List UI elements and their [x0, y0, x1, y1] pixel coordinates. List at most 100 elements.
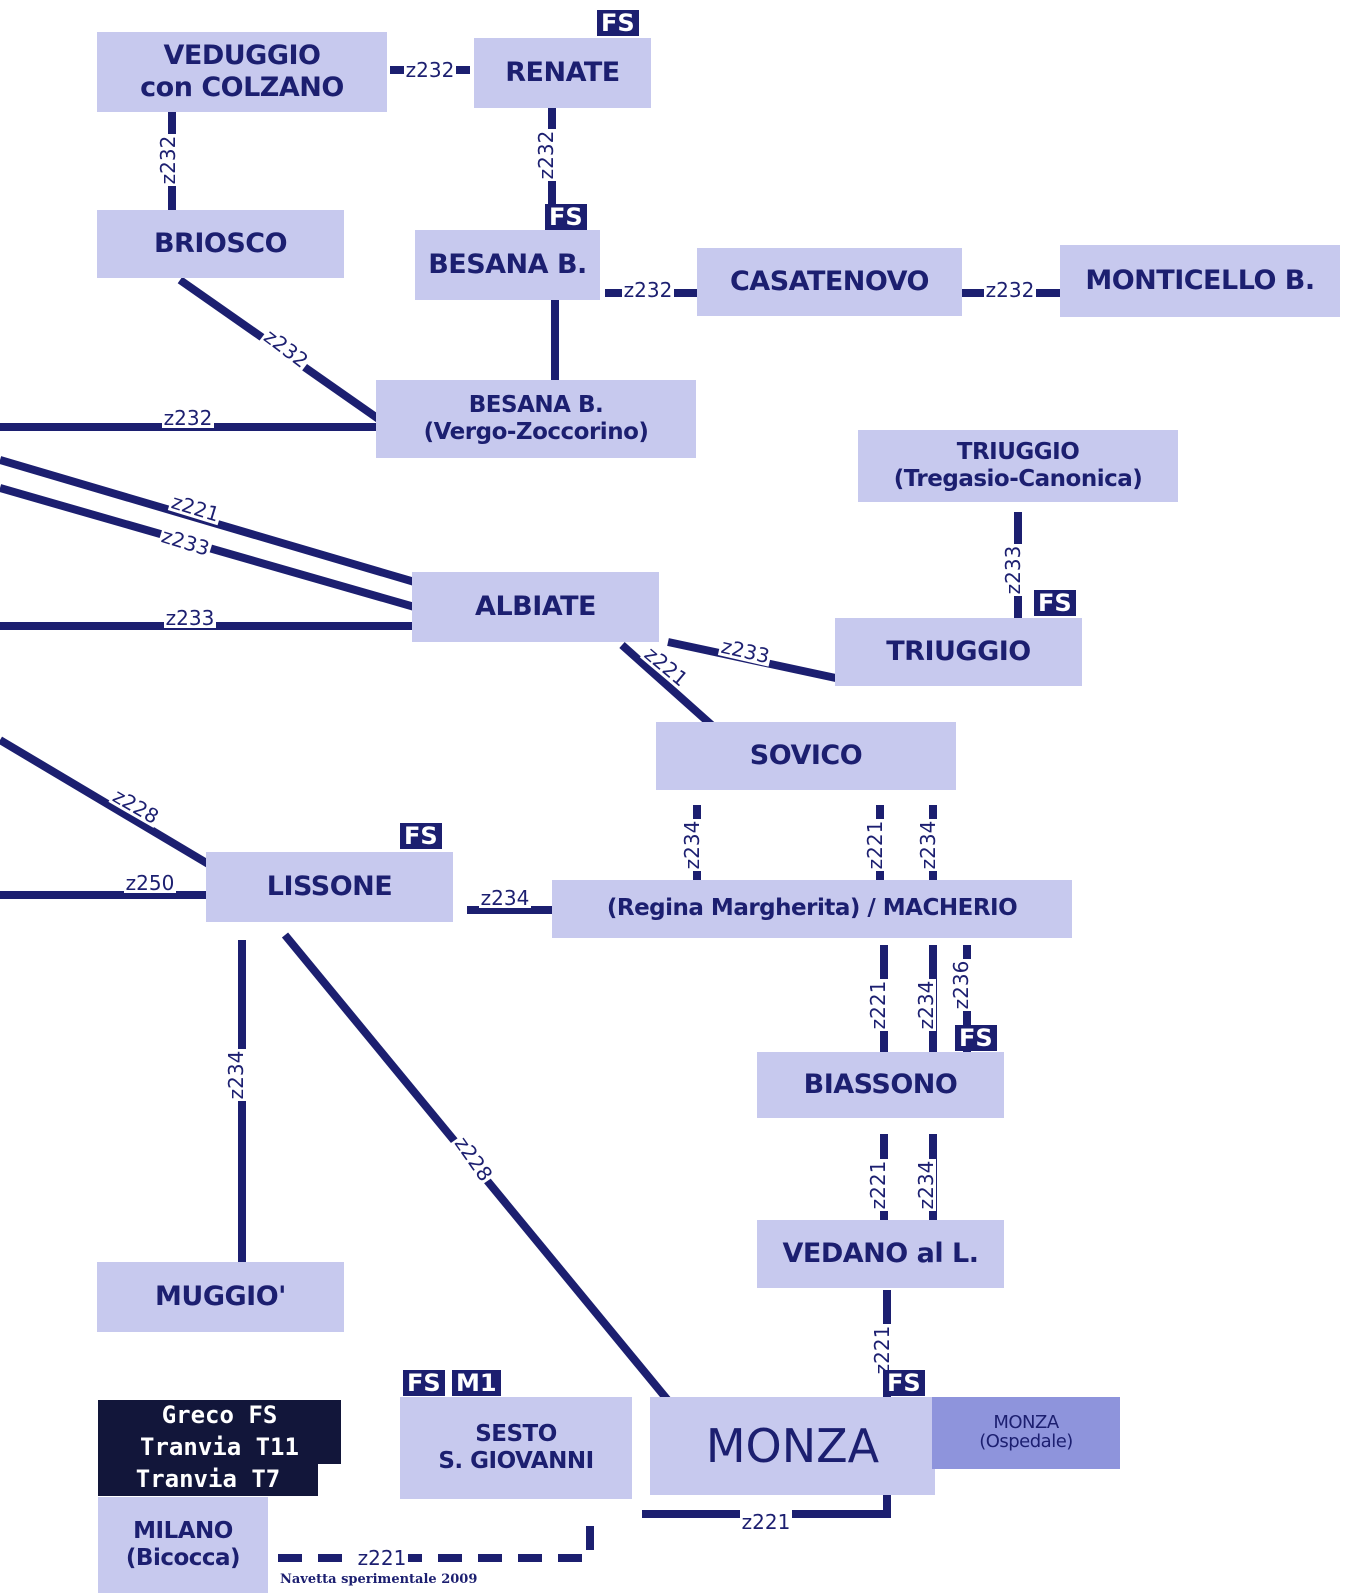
- stop-lissone-name: LISSONE: [266, 871, 393, 903]
- greco-fs-box: Greco FS: [98, 1400, 341, 1432]
- route-label-group-z221: z221: [866, 1159, 890, 1211]
- route-label-group-z234: z234: [680, 819, 704, 871]
- navetta-note: Navetta sperimentale 2009: [280, 1572, 478, 1587]
- stop-milano-bicocca-name: MILANO: [133, 1517, 233, 1544]
- fs-badge-triuggio: FS: [1034, 590, 1076, 616]
- route-label-bg-z234: [914, 1159, 936, 1211]
- route-label-z232: z232: [156, 136, 180, 185]
- route-label-bg-z221: [167, 489, 224, 526]
- route-label-bg-z221: [866, 979, 888, 1031]
- stop-besana-b-name: BESANA B.: [428, 249, 587, 281]
- route-label-group-z221: z221: [740, 1510, 792, 1534]
- stop-casatenovo-name: CASATENOVO: [729, 266, 930, 298]
- route-label-group-z236: z236: [949, 959, 973, 1011]
- route-label-bg-z234: [680, 819, 702, 871]
- route-label-bg-z221: [356, 1546, 408, 1568]
- route-label-z232: z232: [986, 278, 1035, 302]
- route-label-z233: z233: [1001, 546, 1025, 595]
- stop-briosco: BRIOSCO: [97, 210, 344, 278]
- route-label-z232: z232: [624, 278, 673, 302]
- stop-veduggio: VEDUGGIO con COLZANO: [97, 32, 387, 112]
- route-label-z221: z221: [358, 1546, 407, 1570]
- stop-sovico: SOVICO: [656, 722, 956, 790]
- stop-macherio: (Regina Margherita) / MACHERIO: [552, 880, 1072, 938]
- route-label-group-z233: z233: [1001, 544, 1025, 596]
- route-label-bg-z232: [622, 278, 674, 300]
- route-label-group-z233: z233: [157, 523, 214, 561]
- stop-muggio: MUGGIO': [97, 1262, 344, 1332]
- fs-badge-lissone: FS: [400, 823, 442, 849]
- stop-sesto: SESTO S. GIOVANNI: [400, 1397, 632, 1499]
- m1-badge-sesto: M1: [452, 1370, 501, 1396]
- route-label-bg-z221: [870, 1324, 892, 1376]
- route-label-z221: z221: [866, 1161, 890, 1210]
- stop-albiate: ALBIATE: [412, 572, 659, 642]
- fs-badge-renate: FS: [597, 10, 639, 36]
- stop-sesto-sub: S. GIOVANNI: [438, 1448, 594, 1474]
- route-label-group-z232: z232: [156, 134, 180, 186]
- route-line-z221: [619, 642, 728, 740]
- stop-besana-vergo-name: BESANA B.: [468, 391, 604, 418]
- route-label-z234: z234: [914, 981, 938, 1030]
- route-label-group-z221: z221: [356, 1546, 408, 1570]
- route-label-group-z232: z232: [534, 129, 558, 181]
- route-label-z221: z221: [870, 1326, 894, 1375]
- route-label-bg-z228: [450, 1130, 499, 1186]
- stop-veduggio-sub: con COLZANO: [140, 72, 344, 103]
- route-label-bg-z232: [156, 134, 178, 186]
- stop-biassono: BIASSONO: [757, 1052, 1004, 1118]
- route-label-bg-z221: [866, 1159, 888, 1211]
- route-label-bg-z234: [224, 1049, 246, 1101]
- stop-triuggio-name: TRIUGGIO: [886, 636, 1031, 668]
- route-label-group-z234: z234: [914, 979, 938, 1031]
- route-label-z236: z236: [949, 961, 973, 1010]
- route-label-z233: z233: [719, 634, 772, 668]
- route-label-bg-z221: [740, 1510, 792, 1532]
- route-label-bg-z233: [164, 606, 216, 628]
- stop-albiate-name: ALBIATE: [475, 591, 596, 623]
- stop-muggio-name: MUGGIO': [155, 1281, 286, 1313]
- route-line-z221-navetta: [278, 1518, 594, 1562]
- route-label-group-z233: z233: [717, 633, 774, 668]
- route-label-bg-z234: [914, 979, 936, 1031]
- route-label-bg-z236: [949, 959, 971, 1011]
- route-label-z234: z234: [481, 886, 530, 910]
- route-label-bg-z233: [717, 633, 774, 667]
- fs-badge-monza: FS: [883, 1370, 925, 1396]
- route-label-group-z232: z232: [984, 278, 1036, 302]
- stop-briosco-name: BRIOSCO: [153, 228, 288, 260]
- route-label-group-z234: z234: [914, 1159, 938, 1211]
- stop-monza-ospedale: MONZA (Ospedale): [932, 1397, 1120, 1469]
- route-label-z221: z221: [742, 1510, 791, 1534]
- stop-triuggio: TRIUGGIO: [835, 618, 1082, 686]
- route-label-z233: z233: [166, 606, 215, 630]
- fs-badge-sesto: FS: [403, 1370, 445, 1396]
- stop-triuggio-tregasio-sub: (Tregasio-Canonica): [893, 466, 1143, 492]
- fs-badge-biassono: FS: [955, 1025, 997, 1051]
- route-label-bg-z250: [124, 871, 176, 893]
- route-label-bg-z233: [157, 523, 214, 560]
- route-label-z232: z232: [164, 406, 213, 430]
- route-label-z233: z233: [159, 523, 213, 560]
- route-label-z232: z232: [406, 58, 455, 82]
- stop-monticello: MONTICELLO B.: [1060, 245, 1340, 317]
- tranvia-t11-box: Tranvia T11: [98, 1432, 341, 1464]
- route-label-z232: z232: [534, 131, 558, 180]
- route-label-z234: z234: [914, 1161, 938, 1210]
- route-label-z234: z234: [680, 821, 704, 870]
- stop-biassono-name: BIASSONO: [803, 1069, 958, 1101]
- stop-casatenovo: CASATENOVO: [697, 248, 962, 316]
- stop-macherio-name: (Regina Margherita) / MACHERIO: [606, 895, 1018, 922]
- route-label-bg-z232: [984, 278, 1036, 300]
- route-label-z234: z234: [224, 1051, 248, 1100]
- stop-monticello-name: MONTICELLO B.: [1085, 265, 1315, 297]
- stop-besana-vergo: BESANA B. (Vergo-Zoccorino): [376, 380, 696, 458]
- route-label-bg-z232: [404, 58, 456, 80]
- stop-renate-name: RENATE: [505, 57, 620, 89]
- route-label-bg-z232: [162, 406, 214, 428]
- stop-monza-ospedale-name: MONZA: [993, 1412, 1059, 1434]
- stop-besana-vergo-sub: (Vergo-Zoccorino): [423, 419, 649, 445]
- stop-renate: RENATE: [474, 38, 651, 108]
- route-label-group-z234: z234: [479, 886, 531, 910]
